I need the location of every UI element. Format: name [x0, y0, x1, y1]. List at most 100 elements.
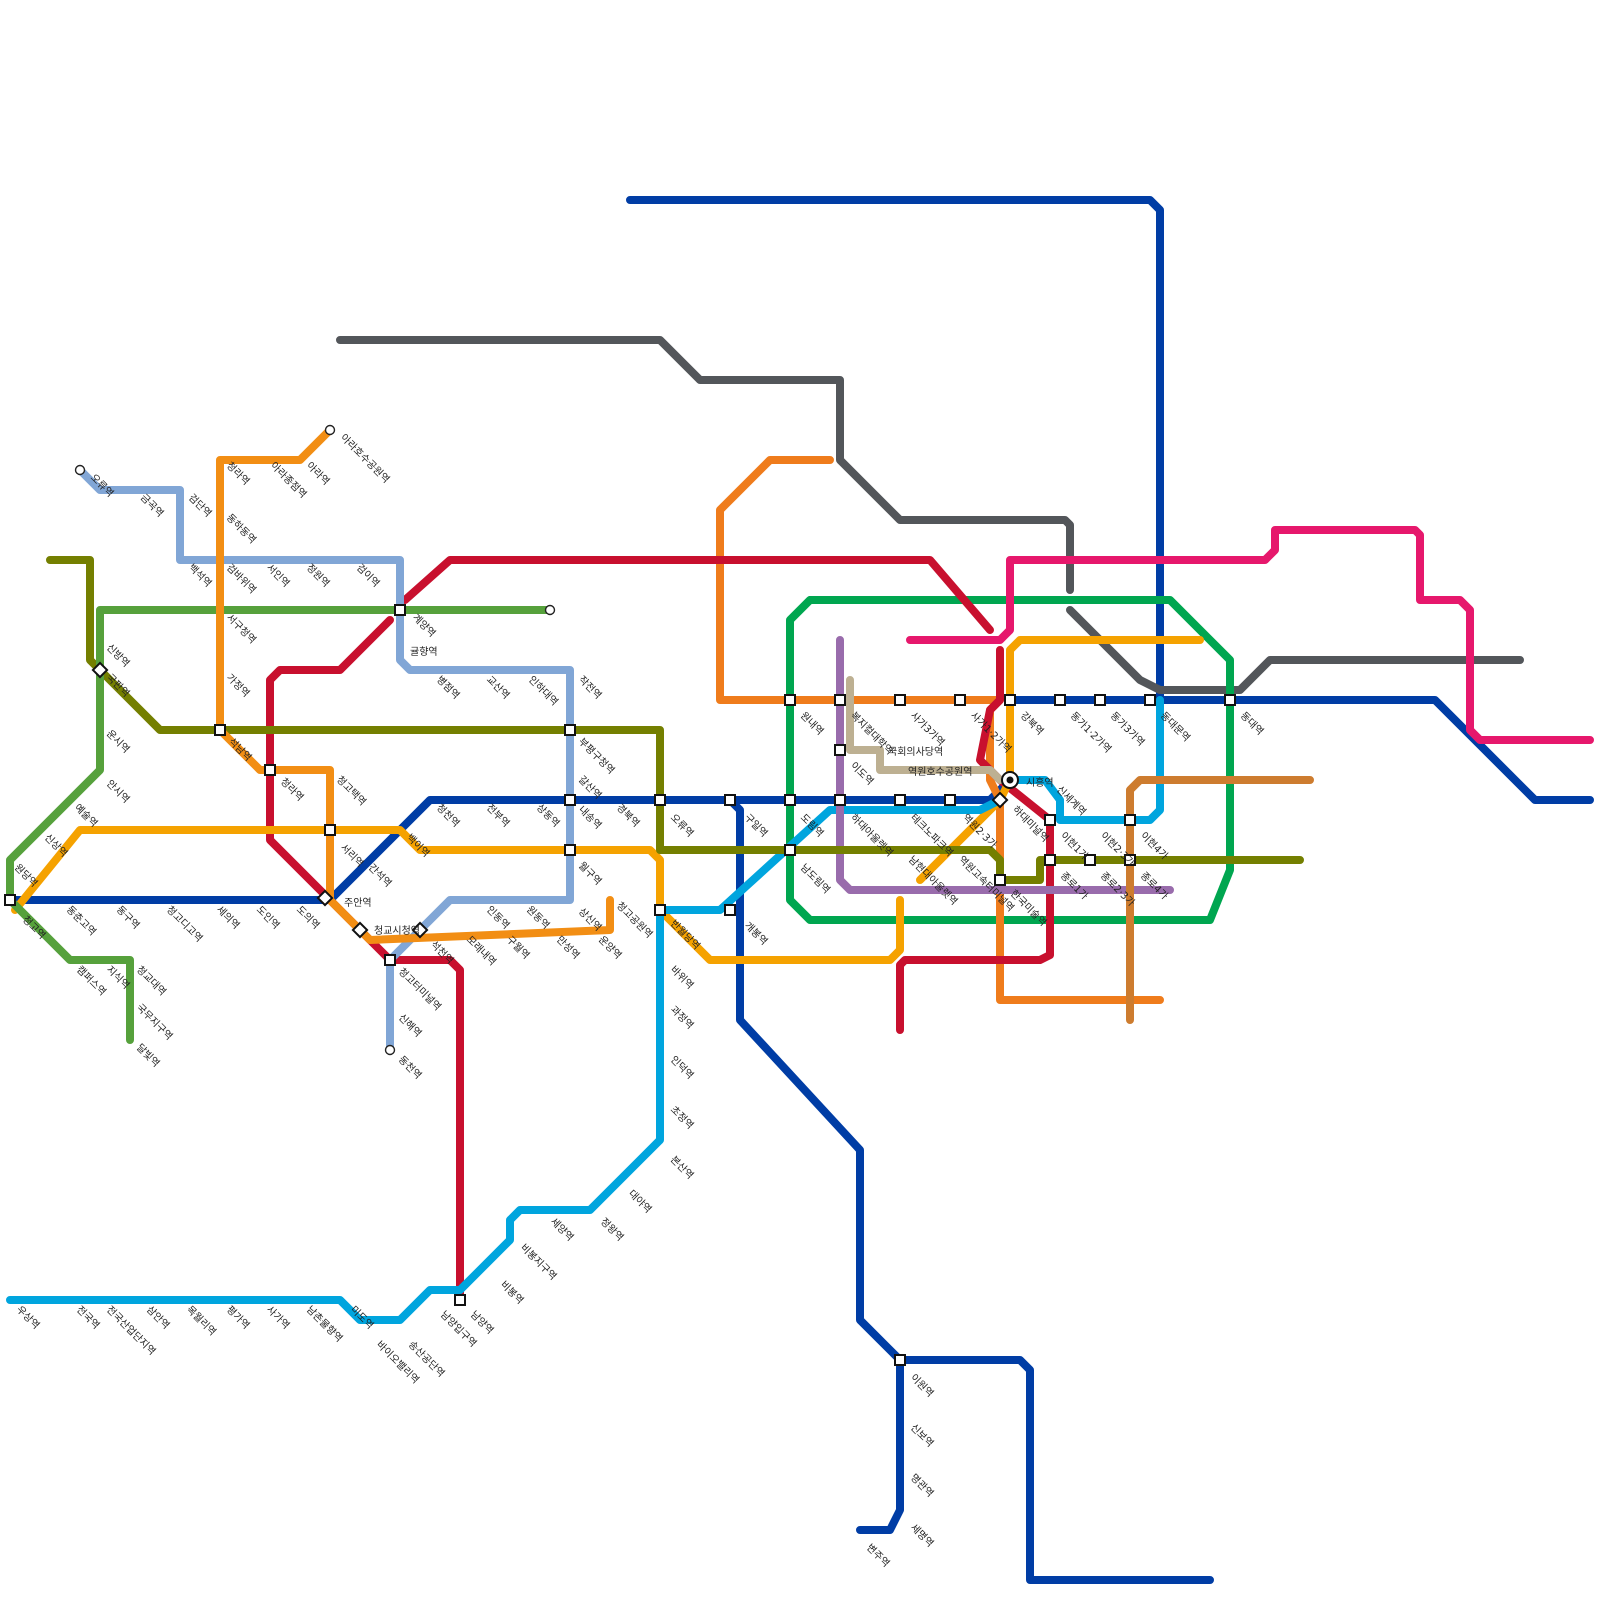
station-label: 인덕역: [668, 1054, 696, 1082]
station-transfer[interactable]: [954, 694, 966, 706]
station-label: 병점역: [434, 674, 462, 702]
line-yellow-a: [11, 826, 904, 964]
station-label: 청교시청역: [374, 925, 420, 937]
station-transfer[interactable]: [1004, 694, 1016, 706]
line-yellow-b: [916, 636, 1204, 884]
station-label: 캠퍼스역: [74, 964, 109, 999]
station-label: 신보역: [908, 1422, 936, 1450]
station-hub-seoul-inner: [1006, 776, 1014, 784]
station-label: 사가3가역: [908, 710, 947, 749]
station-transfer[interactable]: [411, 921, 429, 939]
station-terminus[interactable]: [544, 604, 556, 616]
station-transfer[interactable]: [1044, 814, 1056, 826]
station-transfer[interactable]: [384, 954, 396, 966]
station-label: 남촌물향역: [304, 1304, 345, 1345]
station-transfer[interactable]: [784, 694, 796, 706]
station-transfer[interactable]: [654, 904, 666, 916]
station-transfer[interactable]: [316, 889, 334, 907]
station-label: 교산역: [484, 674, 512, 702]
station-label: 청고터미널역: [396, 966, 444, 1014]
station-transfer[interactable]: [991, 791, 1009, 809]
station-terminus[interactable]: [384, 1044, 396, 1056]
station-transfer[interactable]: [1224, 694, 1236, 706]
station-transfer[interactable]: [214, 724, 226, 736]
line-beige: [846, 676, 1004, 784]
station-label: 부평구청역: [576, 736, 617, 777]
station-transfer[interactable]: [724, 794, 736, 806]
station-label: 시흥역: [1026, 776, 1054, 789]
station-transfer[interactable]: [724, 904, 736, 916]
station-label: 명관역: [908, 1472, 936, 1500]
station-label: 청고공원역: [614, 900, 655, 941]
line-grey-a: [336, 336, 1074, 594]
stations-layer: [4, 424, 1236, 1366]
station-transfer[interactable]: [834, 744, 846, 756]
station-transfer[interactable]: [994, 874, 1006, 886]
station-label: 목월리역: [184, 1304, 219, 1339]
station-transfer[interactable]: [894, 694, 906, 706]
line-crimson-c: [266, 616, 464, 1304]
station-label: 백이역: [404, 832, 432, 860]
station-label: 역원호수공원역: [908, 766, 972, 778]
station-transfer[interactable]: [1124, 814, 1136, 826]
line-olive: [46, 556, 1304, 884]
station-label: 원내역: [798, 710, 826, 738]
station-transfer[interactable]: [894, 794, 906, 806]
station-label: 청고디고역: [164, 904, 205, 945]
station-label: 달빛역: [134, 1042, 162, 1070]
station-terminus[interactable]: [324, 424, 336, 436]
station-label: 경북역: [614, 801, 643, 830]
station-transfer[interactable]: [654, 794, 666, 806]
station-transfer[interactable]: [324, 824, 336, 836]
station-transfer[interactable]: [1144, 694, 1156, 706]
station-transfer[interactable]: [351, 921, 369, 939]
station-transfer[interactable]: [784, 794, 796, 806]
station-transfer[interactable]: [264, 764, 276, 776]
station-label: 변주역: [864, 1542, 892, 1570]
station-label: 동하동역: [224, 511, 259, 546]
station-label: 동대역: [1238, 710, 1266, 738]
station-transfer[interactable]: [1044, 854, 1056, 866]
station-transfer[interactable]: [1124, 854, 1136, 866]
station-transfer[interactable]: [1084, 854, 1096, 866]
station-label: 청천역: [434, 802, 462, 830]
line-green-loop: [786, 596, 1234, 924]
station-label: 남도림역: [798, 862, 833, 897]
station-transfer[interactable]: [394, 604, 406, 616]
station-transfer[interactable]: [564, 794, 576, 806]
line-pink: [906, 526, 1594, 744]
station-label: 이도역: [848, 760, 876, 788]
station-transfer[interactable]: [1094, 694, 1106, 706]
station-transfer[interactable]: [834, 694, 846, 706]
station-label: 종로4가: [1138, 870, 1171, 903]
station-label: 아라종점역: [268, 460, 309, 501]
station-label: 동가3가역: [1108, 710, 1147, 749]
station-label: 정왕역: [598, 1216, 626, 1244]
station-transfer[interactable]: [944, 794, 956, 806]
line-cyan-a: [6, 796, 1004, 1324]
station-label: 구일역: [742, 812, 770, 840]
line-grey-b: [1066, 606, 1524, 694]
line-cyan-b: [1006, 696, 1164, 824]
station-transfer[interactable]: [454, 1294, 466, 1306]
station-label: 전국역: [74, 1304, 102, 1332]
station-label: 만성역: [554, 934, 582, 962]
station-transfer[interactable]: [784, 844, 796, 856]
line-crimson-b: [896, 646, 1054, 1034]
station-label: 월구역: [576, 860, 604, 888]
station-label: 국회의사당역: [888, 746, 943, 758]
station-label: 남양역: [468, 1309, 496, 1337]
station-terminus[interactable]: [74, 464, 86, 476]
station-label: 전부역: [484, 802, 512, 830]
station-transfer[interactable]: [894, 1354, 906, 1366]
station-label: 검이역: [354, 562, 382, 590]
station-transfer[interactable]: [4, 894, 16, 906]
station-transfer[interactable]: [91, 661, 109, 679]
station-transfer[interactable]: [564, 724, 576, 736]
station-transfer[interactable]: [1054, 694, 1066, 706]
station-label: 평가역: [224, 1304, 252, 1332]
station-transfer[interactable]: [834, 794, 846, 806]
station-label: 백석역: [186, 562, 214, 590]
station-label: 아라역: [304, 460, 332, 488]
station-transfer[interactable]: [564, 844, 576, 856]
